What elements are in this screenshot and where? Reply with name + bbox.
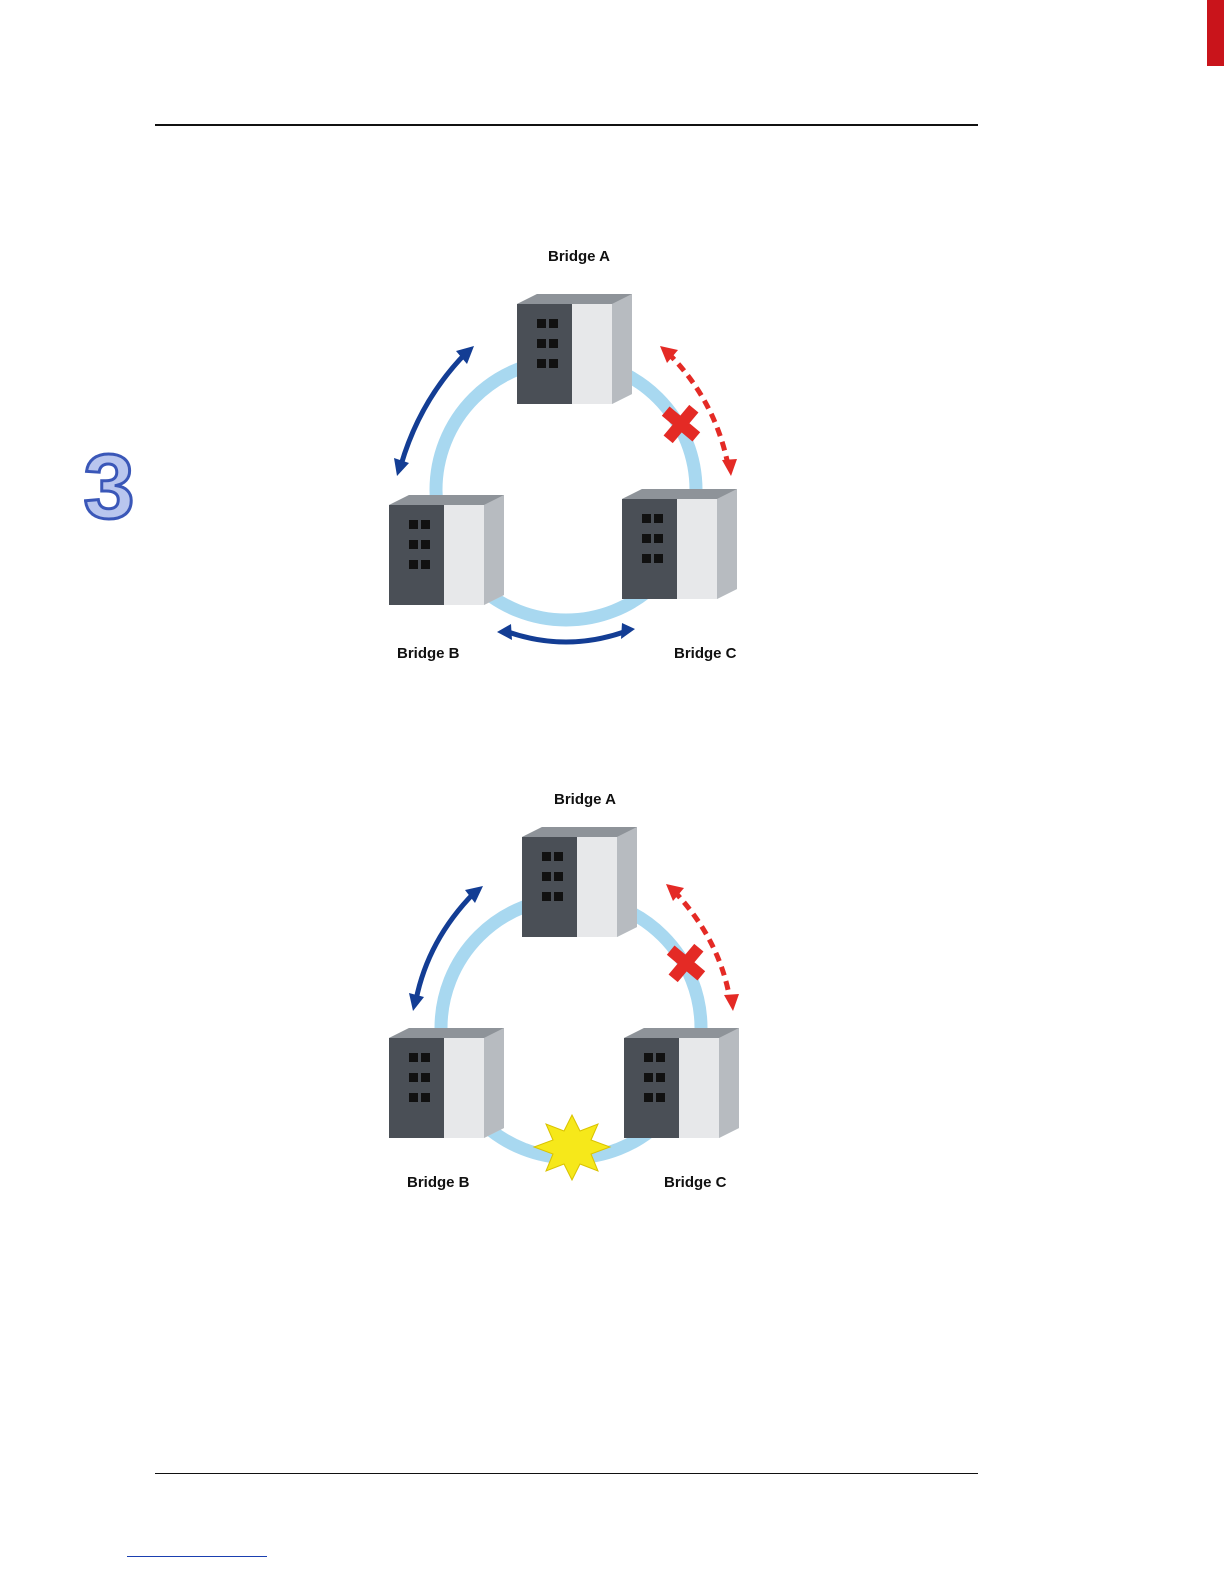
header-rule	[155, 124, 978, 126]
footer-rule	[155, 1473, 978, 1474]
ethernet-switch-icon	[389, 495, 504, 605]
bridge-c-label: Bridge C	[664, 1174, 727, 1191]
ring-diagram-normal: Bridge A Bridge B Bridge C	[370, 240, 770, 680]
edge-tab	[1207, 0, 1224, 66]
ethernet-switch-icon	[622, 489, 737, 599]
ring-diagram-link-failure: Bridge A Bridge B Bridge C	[370, 785, 770, 1225]
chapter-number-icon: 3	[84, 440, 134, 526]
bridge-b-label: Bridge B	[407, 1174, 470, 1191]
footer-link-underline[interactable]	[127, 1556, 267, 1557]
bridge-a-label: Bridge A	[554, 791, 616, 808]
ethernet-switch-icon	[522, 827, 637, 937]
chapter-number: 3	[84, 440, 134, 526]
bridge-a-label: Bridge A	[548, 248, 610, 265]
bridge-b-label: Bridge B	[397, 645, 460, 662]
ethernet-switch-icon	[624, 1028, 739, 1138]
bridge-c-label: Bridge C	[674, 645, 737, 662]
fault-star-icon	[534, 1115, 610, 1180]
ethernet-switch-icon	[517, 294, 632, 404]
ethernet-switch-icon	[389, 1028, 504, 1138]
